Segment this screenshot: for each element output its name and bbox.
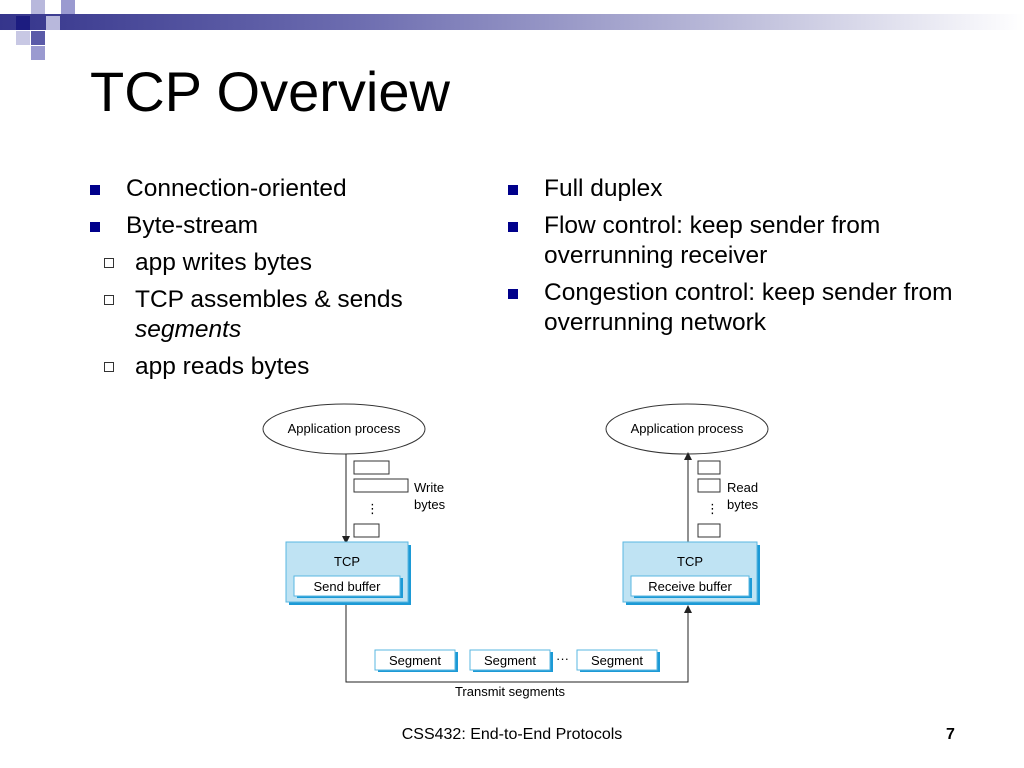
decor-square bbox=[61, 0, 75, 14]
square-bullet-icon bbox=[508, 185, 518, 195]
read-label: Read bbox=[727, 480, 758, 495]
page-number: 7 bbox=[946, 726, 955, 743]
read-label: bytes bbox=[727, 497, 759, 512]
bullet-text: Full duplex bbox=[544, 175, 663, 202]
square-bullet-icon bbox=[508, 289, 518, 299]
byte-box bbox=[697, 478, 721, 493]
bullet-item: Byte-stream bbox=[90, 211, 490, 241]
decor-square bbox=[31, 46, 45, 60]
left-process-label: Application process bbox=[288, 421, 401, 436]
bullet-text: Connection-oriented bbox=[126, 175, 347, 202]
decor-square bbox=[46, 16, 60, 30]
byte-box bbox=[353, 523, 380, 538]
decor-square bbox=[16, 31, 30, 45]
send-buffer bbox=[293, 575, 401, 597]
byte-box bbox=[697, 460, 721, 475]
byte-box bbox=[353, 460, 390, 475]
bullet-item: Full duplex bbox=[508, 174, 988, 204]
write-label: Write bbox=[414, 480, 444, 495]
sub-bullet-emphasis: segments bbox=[135, 316, 242, 343]
footer-text: CSS432: End-to-End Protocols bbox=[401, 726, 623, 743]
right-tcp-label: TCP bbox=[677, 554, 703, 569]
left-bullet-column: Connection-oriented Byte-stream app writ… bbox=[90, 174, 490, 389]
write-vertical-ellipsis: ⋮ bbox=[366, 501, 379, 516]
receive-buffer-label: Receive buffer bbox=[648, 579, 732, 594]
byte-box bbox=[697, 523, 721, 538]
sub-bullet-item: app writes bytes bbox=[54, 248, 490, 278]
left-tcp-label: TCP bbox=[334, 554, 360, 569]
segment-ellipsis: ··· bbox=[556, 651, 569, 666]
segment-label: Segment bbox=[591, 653, 643, 668]
sub-bullet-text: app reads bytes bbox=[135, 353, 310, 380]
decor-square bbox=[31, 0, 45, 14]
send-buffer-label: Send buffer bbox=[314, 579, 382, 594]
tcp-byte-stream-diagram: Application process Application process … bbox=[262, 403, 769, 699]
receive-buffer bbox=[630, 575, 750, 597]
read-vertical-ellipsis: ⋮ bbox=[706, 501, 719, 516]
segment-box bbox=[576, 649, 658, 671]
left-application-process bbox=[262, 403, 426, 455]
byte-box bbox=[353, 478, 409, 493]
bullet-item: Connection-oriented bbox=[90, 174, 490, 204]
square-bullet-icon bbox=[508, 222, 518, 232]
hollow-square-bullet-icon bbox=[104, 362, 114, 372]
decor-square bbox=[31, 31, 45, 45]
bullet-text: Congestion control: keep sender from ove… bbox=[544, 279, 953, 336]
bullet-item: Congestion control: keep sender from ove… bbox=[508, 278, 988, 338]
slide-title: TCP Overview bbox=[90, 60, 450, 123]
right-bullet-column: Full duplex Flow control: keep sender fr… bbox=[508, 174, 988, 345]
sub-bullet-item: TCP assembles & sends segments bbox=[54, 285, 490, 345]
sub-bullet-item: app reads bytes bbox=[54, 352, 490, 382]
segment-box bbox=[374, 649, 456, 671]
transmit-label: Transmit segments bbox=[455, 684, 566, 699]
segment-box bbox=[469, 649, 551, 671]
bullet-text: Flow control: keep sender from overrunni… bbox=[544, 212, 881, 269]
bullet-item: Flow control: keep sender from overrunni… bbox=[508, 211, 988, 271]
write-label: bytes bbox=[414, 497, 446, 512]
sub-bullet-text: TCP assembles & sends bbox=[135, 286, 403, 313]
segment-label: Segment bbox=[389, 653, 441, 668]
sub-bullet-text: app writes bytes bbox=[135, 249, 313, 276]
segment-label: Segment bbox=[484, 653, 536, 668]
bullet-text: Byte-stream bbox=[126, 212, 259, 239]
square-bullet-icon bbox=[90, 222, 100, 232]
square-bullet-icon bbox=[90, 185, 100, 195]
transmit-path bbox=[345, 605, 692, 683]
hollow-square-bullet-icon bbox=[104, 295, 114, 305]
decor-square bbox=[16, 16, 30, 30]
right-process-label: Application process bbox=[631, 421, 744, 436]
header-gradient-bar bbox=[0, 14, 1024, 30]
hollow-square-bullet-icon bbox=[104, 258, 114, 268]
